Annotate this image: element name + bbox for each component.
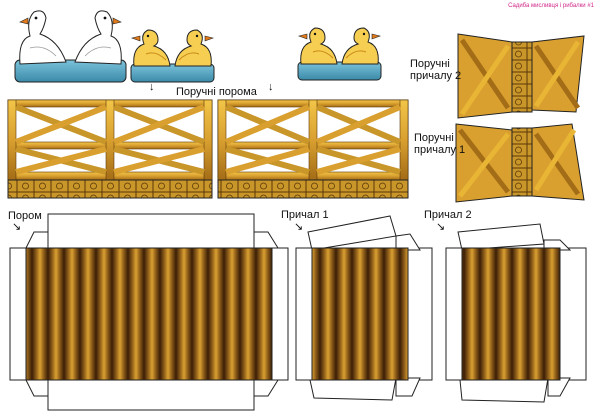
ferry-rail-left — [7, 99, 213, 199]
pier-2-rail-label-line2: причалу 2 — [410, 70, 462, 82]
ferry-rail-arrow-left: ↓ — [149, 81, 155, 93]
ferry-pointer: ↘ — [12, 221, 22, 233]
pier-2-rail-label-line1: Поручні — [410, 58, 450, 70]
duck-pair-right — [297, 27, 382, 81]
pier-2-deck-planks — [461, 247, 561, 381]
duck-pair-left — [130, 29, 215, 83]
pier-2-rail — [457, 33, 585, 119]
sheet-title: Садиба мисливця і рибалки #1 — [508, 3, 594, 9]
pier-1-pointer: ↘ — [294, 221, 304, 233]
pier-2-label: Причал 2 — [424, 209, 472, 221]
ferry-label: Пором — [8, 210, 42, 222]
pier-1-deck-planks — [311, 247, 409, 381]
pier-1-label: Причал 1 — [281, 209, 329, 221]
ferry-rail-right — [217, 99, 409, 199]
ferry-rails-label: Поручні порома — [176, 86, 257, 98]
ferry-deck-planks — [25, 247, 273, 381]
pier-1-rail-label-line1: Поручні — [414, 132, 454, 144]
pier-1-rail — [455, 123, 585, 203]
goose-pair — [14, 10, 127, 83]
pier-1-rail-label-line2: причалу 1 — [414, 144, 466, 156]
pier-2-pointer: ↘ — [436, 221, 446, 233]
ferry-rail-arrow-right: ↓ — [268, 81, 274, 93]
